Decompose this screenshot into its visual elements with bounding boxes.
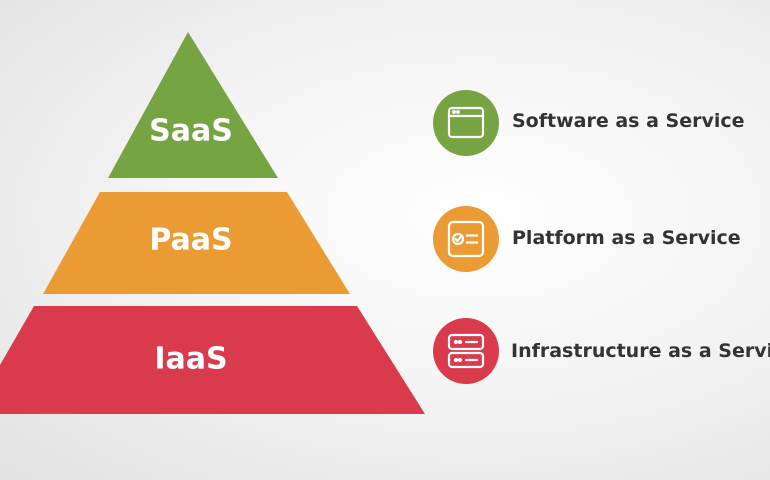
legend-item-paas: Platform as a Service xyxy=(433,206,741,272)
legend-label-paas: Platform as a Service xyxy=(512,227,741,249)
browser-window-icon xyxy=(447,106,485,139)
pyramid-tier-paas xyxy=(43,192,350,294)
legend-badge-iaas xyxy=(433,318,499,384)
server-stack-icon xyxy=(447,333,485,369)
legend-badge-paas xyxy=(433,206,499,272)
legend-label-saas: Software as a Service xyxy=(512,110,745,132)
pyramid-tier-iaas-label: IaaS xyxy=(154,342,227,377)
legend: Software as a Service Platform as a Serv… xyxy=(433,90,770,384)
pyramid: SaaS PaaS IaaS xyxy=(0,32,425,414)
pyramid-tier-saas xyxy=(108,32,278,178)
pyramid-tier-paas-label: PaaS xyxy=(149,223,232,258)
pyramid-tier-saas-label: SaaS xyxy=(149,114,233,149)
legend-item-iaas: Infrastructure as a Service xyxy=(433,318,770,384)
pyramid-tier-iaas xyxy=(0,306,425,414)
legend-item-saas: Software as a Service xyxy=(433,90,745,156)
legend-label-iaas: Infrastructure as a Service xyxy=(511,340,770,362)
platform-panel-icon xyxy=(447,220,485,258)
legend-badge-saas xyxy=(433,90,499,156)
